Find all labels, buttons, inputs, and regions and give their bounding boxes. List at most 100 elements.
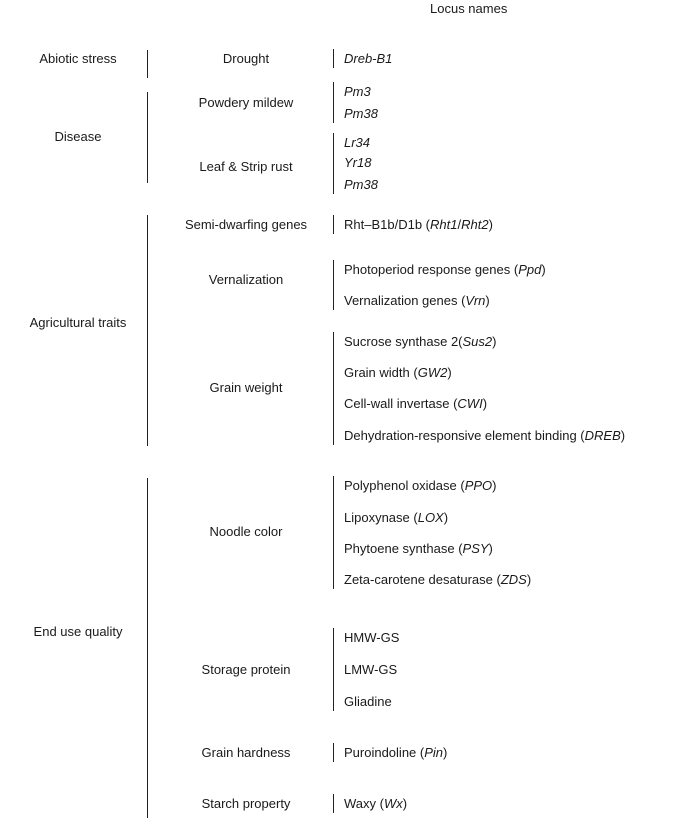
locus-text: ) <box>443 745 448 760</box>
gene-symbol: Ppd <box>518 262 542 277</box>
locus-name: Polyphenol oxidase (PPO) <box>344 478 497 494</box>
trait-label: Drought <box>222 51 270 66</box>
gene-symbol: Dreb-B1 <box>344 51 393 66</box>
locus-name: Yr18 <box>344 155 371 171</box>
locus-text: Dehydration-responsive element binding ( <box>344 428 585 443</box>
locus-name: Rht–B1b/D1b (Rht1/Rht2) <box>344 217 493 233</box>
locus-text: ) <box>492 478 497 493</box>
locus-text: ) <box>488 217 493 232</box>
gene-symbol: Lr34 <box>344 135 371 150</box>
locus-text: HMW-GS <box>344 630 400 645</box>
gene-symbol: LOX <box>417 510 444 525</box>
trait-label: Grain hardness <box>201 745 291 760</box>
gene-symbol: Yr18 <box>344 155 372 170</box>
locus-name: Sucrose synthase 2(Sus2) <box>344 334 497 350</box>
column-header-locus-names: Locus names <box>430 1 508 16</box>
trait-label: Storage protein <box>201 662 291 677</box>
locus-name: Pm38 <box>344 106 378 122</box>
locus-name: Lipoxynase (LOX) <box>344 510 448 526</box>
gene-symbol: Vrn <box>465 293 486 308</box>
locus-text: ) <box>620 428 626 443</box>
trait-bracket-line <box>333 332 335 445</box>
gene-symbol: GW2 <box>417 365 448 380</box>
locus-text: ) <box>541 262 546 277</box>
locus-name: HMW-GS <box>344 630 399 646</box>
trait-bracket-line <box>333 49 335 68</box>
locus-text: Zeta-carotene desaturase ( <box>344 572 501 587</box>
trait-bracket-line <box>333 260 335 310</box>
category-bracket-line <box>147 50 149 78</box>
locus-text: ) <box>488 541 493 556</box>
locus-name: Gliadine <box>344 694 392 710</box>
gene-symbol: CWI <box>457 396 483 411</box>
category-bracket-line <box>147 215 149 446</box>
locus-text: Lipoxynase ( <box>344 510 418 525</box>
locus-name: Phytoene synthase (PSY) <box>344 541 493 557</box>
locus-text: ) <box>402 796 408 811</box>
trait-label: Leaf & Strip rust <box>199 159 293 174</box>
locus-text: LMW-GS <box>344 662 398 677</box>
trait-label: Vernalization <box>208 272 284 287</box>
locus-name: Pm3 <box>344 84 371 100</box>
locus-text: Cell-wall invertase ( <box>344 396 458 411</box>
locus-name: Vernalization genes (Vrn) <box>344 293 490 309</box>
gene-symbol: DREB <box>584 428 621 443</box>
locus-text: Waxy ( <box>344 796 384 811</box>
locus-text: Puroindoline ( <box>344 745 425 760</box>
locus-name: Waxy (Wx) <box>344 796 407 812</box>
trait-label: Grain weight <box>209 380 283 395</box>
gene-symbol: PPO <box>464 478 493 493</box>
trait-label: Starch property <box>201 796 291 811</box>
gene-symbol: Pin <box>424 745 444 760</box>
locus-text: Grain width ( <box>344 365 418 380</box>
trait-bracket-line <box>333 133 335 194</box>
trait-bracket-line <box>333 82 335 123</box>
category-label: Abiotic stress <box>39 51 117 66</box>
locus-name: Photoperiod response genes (Ppd) <box>344 262 546 278</box>
category-label: Agricultural traits <box>29 315 127 330</box>
category-label: End use quality <box>33 624 123 639</box>
trait-label: Noodle color <box>209 524 283 539</box>
locus-name: Cell-wall invertase (CWI) <box>344 396 487 412</box>
locus-name: LMW-GS <box>344 662 397 678</box>
locus-name: Puroindoline (Pin) <box>344 745 447 761</box>
locus-text: Sucrose synthase 2( <box>344 334 463 349</box>
gene-symbol: Sus2 <box>462 334 493 349</box>
locus-text: ) <box>443 510 449 525</box>
gene-symbol: Pm38 <box>344 177 378 192</box>
gene-symbol: Rht1 <box>430 217 458 232</box>
locus-name: Zeta-carotene desaturase (ZDS) <box>344 572 531 588</box>
locus-name: Pm38 <box>344 177 378 193</box>
trait-label: Powdery mildew <box>198 95 294 110</box>
trait-bracket-line <box>333 476 335 589</box>
locus-name: Dreb-B1 <box>344 51 392 67</box>
trait-bracket-line <box>333 743 335 762</box>
category-label: Disease <box>54 129 102 144</box>
gene-symbol: Wx <box>383 796 403 811</box>
locus-text: ) <box>447 365 452 380</box>
locus-text: ) <box>526 572 532 587</box>
gene-symbol: Rht2 <box>461 217 489 232</box>
locus-text: Vernalization genes ( <box>344 293 466 308</box>
trait-label: Semi-dwarfing genes <box>184 217 308 232</box>
locus-text: ) <box>485 293 490 308</box>
gene-symbol: PSY <box>462 541 489 556</box>
locus-text: ) <box>492 334 497 349</box>
locus-text: Photoperiod response genes ( <box>344 262 519 277</box>
locus-text: / <box>457 217 462 232</box>
locus-text: Polyphenol oxidase ( <box>344 478 465 493</box>
locus-text: Gliadine <box>344 694 392 709</box>
locus-name: Lr34 <box>344 135 370 151</box>
trait-bracket-line <box>333 628 335 711</box>
locus-text: Phytoene synthase ( <box>344 541 463 556</box>
locus-text: Rht–B1b/D1b ( <box>344 217 430 232</box>
category-bracket-line <box>147 92 149 183</box>
trait-bracket-line <box>333 215 335 234</box>
locus-text: ) <box>482 396 488 411</box>
gene-symbol: Pm38 <box>344 106 378 121</box>
gene-symbol: Pm3 <box>344 84 371 99</box>
category-bracket-line <box>147 478 149 818</box>
locus-name: Dehydration-responsive element binding (… <box>344 428 625 444</box>
gene-symbol: ZDS <box>500 572 527 587</box>
locus-name: Grain width (GW2) <box>344 365 452 381</box>
